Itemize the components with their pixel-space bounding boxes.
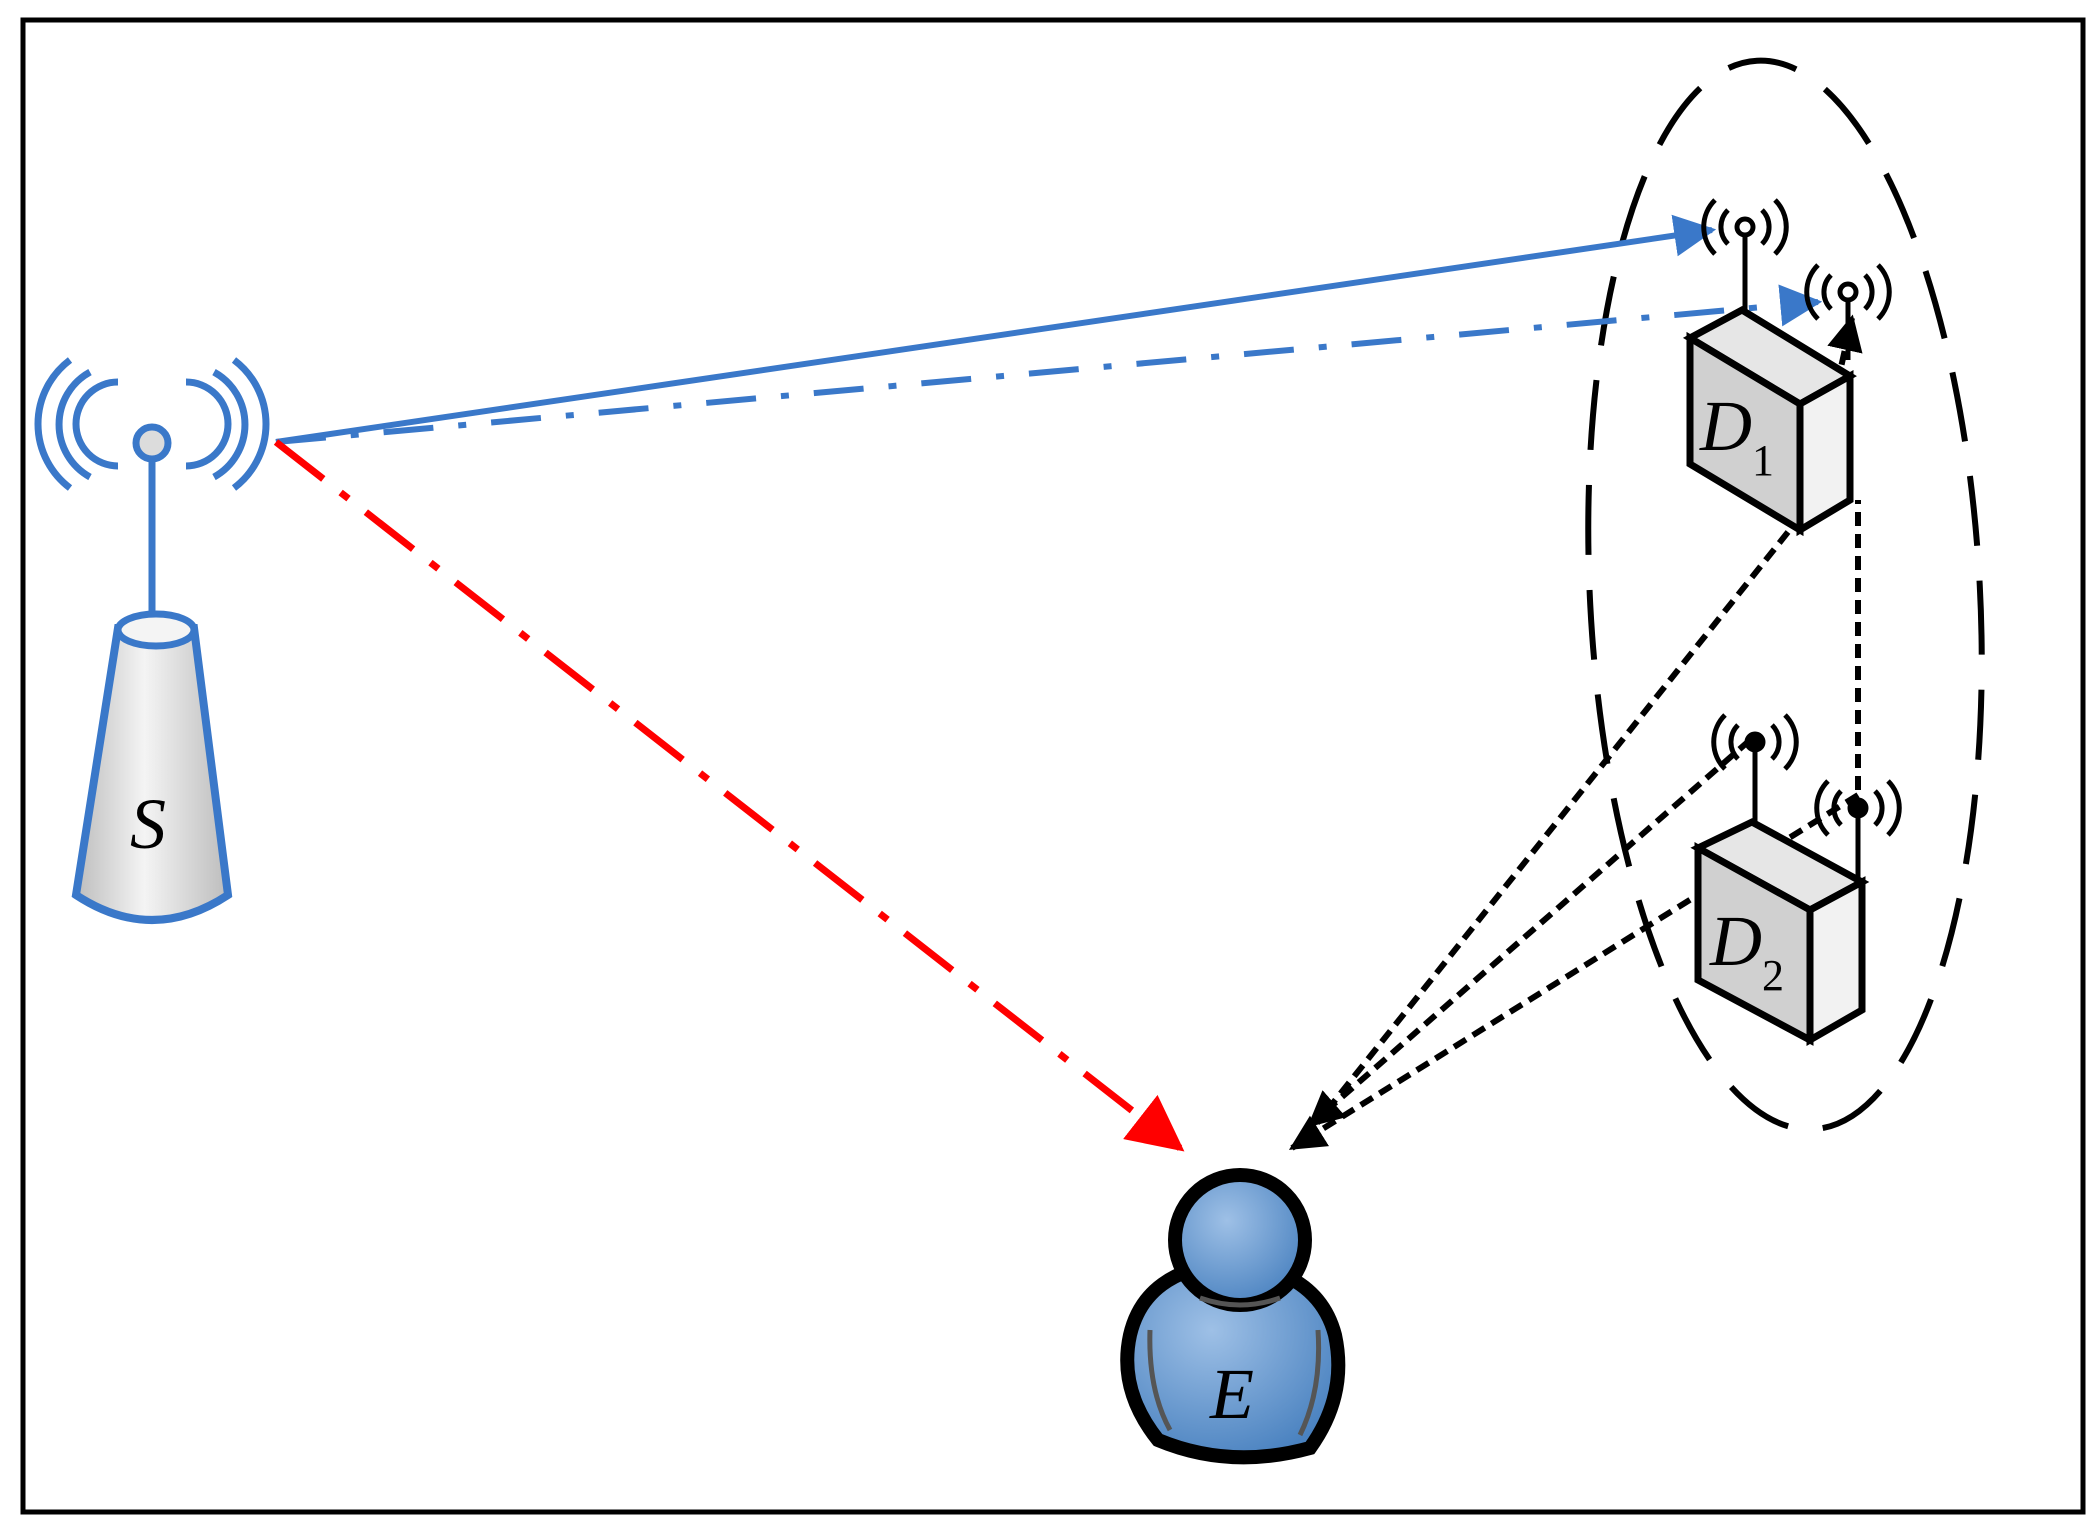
source-label: S bbox=[130, 784, 166, 864]
link-s-to-e bbox=[273, 439, 1185, 1152]
eavesdropper-body-icon bbox=[1120, 1254, 1346, 1465]
device1-subscript: 1 bbox=[1752, 436, 1774, 485]
eavesdropper-arm-lines bbox=[1147, 1295, 1322, 1437]
source-antenna-head bbox=[132, 423, 172, 463]
links bbox=[273, 214, 1863, 1152]
device2-label: D bbox=[1709, 901, 1762, 981]
device1-side bbox=[1796, 370, 1854, 537]
cluster-boundary bbox=[1585, 57, 1985, 1133]
source-tower-top bbox=[114, 610, 198, 650]
device1-label: D bbox=[1699, 386, 1752, 466]
device1-node: D 1 bbox=[1682, 198, 1892, 537]
link-s-to-d1 bbox=[275, 214, 1717, 445]
source-tower-body bbox=[71, 624, 233, 924]
diagram-border bbox=[20, 17, 2086, 1515]
device2-side bbox=[1806, 876, 1866, 1047]
link-d1-to-e bbox=[1314, 530, 1791, 1125]
eavesdropper-node: E bbox=[1120, 1168, 1346, 1465]
source-antenna-icon bbox=[34, 357, 270, 625]
device2-antenna-icon bbox=[1711, 713, 1902, 880]
eavesdropper-label: E bbox=[1209, 1354, 1254, 1434]
link-s-to-d2 bbox=[275, 284, 1823, 445]
source-node: S bbox=[34, 357, 270, 924]
device2-subscript: 2 bbox=[1762, 951, 1784, 1000]
device2-node: D 2 bbox=[1690, 713, 1902, 1047]
link-d1r-to-e bbox=[1307, 737, 1752, 1128]
device1-antenna-icon bbox=[1701, 198, 1892, 360]
eavesdropper-head-icon bbox=[1168, 1168, 1312, 1312]
